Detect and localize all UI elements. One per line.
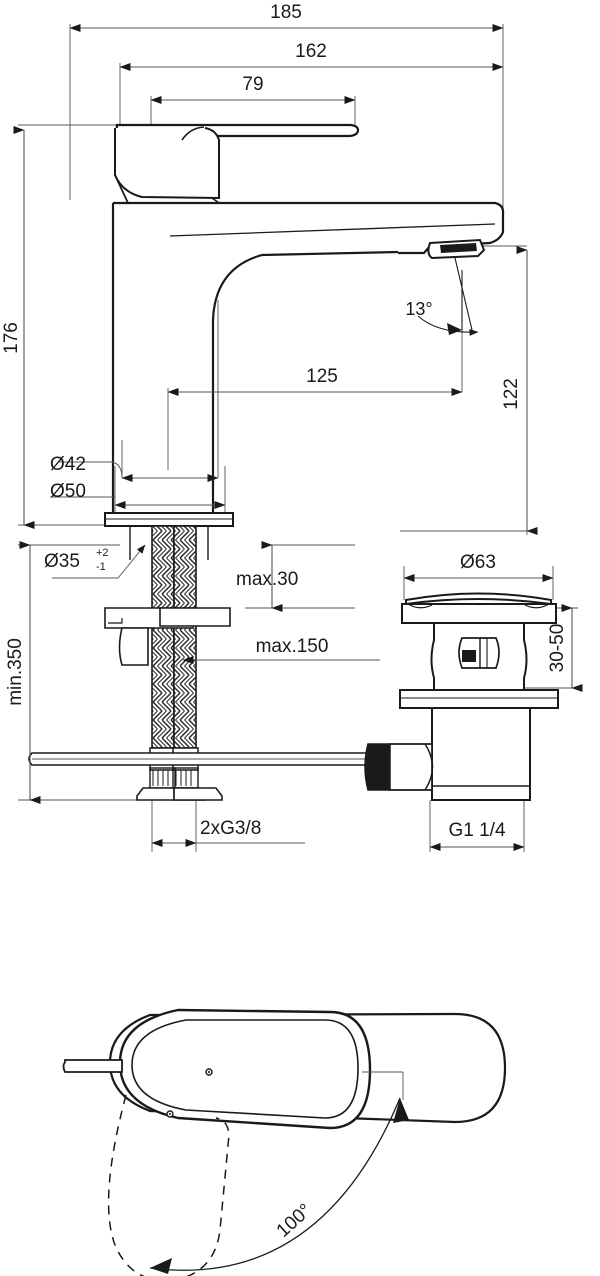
dimension-122: 122 [501,246,538,535]
hex-nut-right [173,787,223,801]
dimension-30-50: 30-50 [547,604,583,692]
d42-leader [58,461,123,479]
d35-leader [52,544,146,579]
ferrule-knurl [152,770,192,786]
aerator-insert [440,243,477,253]
dimension-g1-1-4: G1 1/4 [429,820,525,851]
spout-body-top [113,201,505,255]
faucet-plan-view: 100° [62,1008,507,1276]
plan-lift-rod [62,1059,123,1073]
popup-lift-rod [28,752,391,766]
spout-highlight [169,223,496,237]
dimension-162: 162 [119,41,504,71]
dimension-d50-label: Ø50 [50,481,86,502]
plan-handle-swung-position [107,1094,230,1276]
dimension-d35-tol-plus: +2 [96,547,109,559]
angle-arc [417,315,479,336]
collar-slant [114,174,129,204]
dimension-d63: Ø63 [403,552,554,582]
handle-underside [114,127,220,200]
dimension-d63-label: Ø63 [460,552,496,573]
dimension-125: 125 [167,366,463,396]
faucet-side-elevation [104,123,505,560]
rod-cap-nut [364,743,391,791]
dimension-min350-label: min.350 [5,638,26,706]
dimension-79: 79 [150,74,356,104]
dimension-d50: Ø50 [50,481,226,509]
handle-inner-curve [181,126,205,141]
plan-arc-arrow-end [393,1098,409,1123]
plan-screw-dot-upper [208,1071,210,1073]
angle-arrow-inner [447,323,462,335]
dimension-max150-label: max.150 [256,636,329,657]
dimension-min350: min.350 [5,541,41,804]
popup-waste-assembly [364,592,559,801]
rod-boss [386,743,433,791]
braided-hose-left [151,525,175,749]
dimension-162-label: 162 [295,41,327,62]
spout-underside [111,203,399,520]
angle-leader-a [454,257,473,331]
bracket-notch [108,618,123,624]
plan-lever-handle [118,1008,372,1130]
dimension-2xg38: 2xG3/8 [151,818,305,847]
dimension-d42: Ø42 [50,454,219,482]
dimension-max30-label: max.30 [236,569,298,590]
plan-lever-inner [131,1019,359,1119]
waste-lower-collar [399,689,559,709]
dimension-d35-tol-minus: -1 [96,561,106,573]
plan-arc-arrow-start [150,1258,172,1274]
dimension-2xg38-label: 2xG3/8 [200,818,261,839]
waste-flange [401,603,557,624]
slot-shade [462,650,476,662]
flange-edge-left [407,603,433,609]
flange-edge-right [524,603,550,609]
dimension-max150: max.150 [182,636,380,664]
dimension-max30: max.30 [236,541,298,612]
dimension-176-label: 176 [1,322,22,354]
dimension-d42-label: Ø42 [50,454,86,475]
dimension-122-label: 122 [501,378,522,410]
dimension-g1-1-4-label: G1 1/4 [448,820,505,841]
braided-hose-right [173,525,197,749]
dimension-185-label: 185 [270,2,302,23]
dimension-13-degree: 13° [405,257,479,336]
plan-screw-dot-lower [169,1113,171,1115]
dimension-176: 176 [1,126,35,529]
dimension-125-label: 125 [306,366,338,387]
dimension-79-label: 79 [242,74,263,95]
dimension-d35: Ø35 +2 -1 [44,544,146,579]
dimension-d35-label: Ø35 [44,551,80,572]
base-plate [104,512,234,527]
dimension-185: 185 [69,2,504,32]
mounting-bracket-right [159,607,231,627]
threaded-stud-nut [118,627,149,666]
dimension-13deg-label: 13° [405,299,432,319]
dimension-30-50-label: 30-50 [547,624,568,673]
rod-boss-curve [424,743,434,791]
plan-swivel-arc [149,1097,401,1271]
